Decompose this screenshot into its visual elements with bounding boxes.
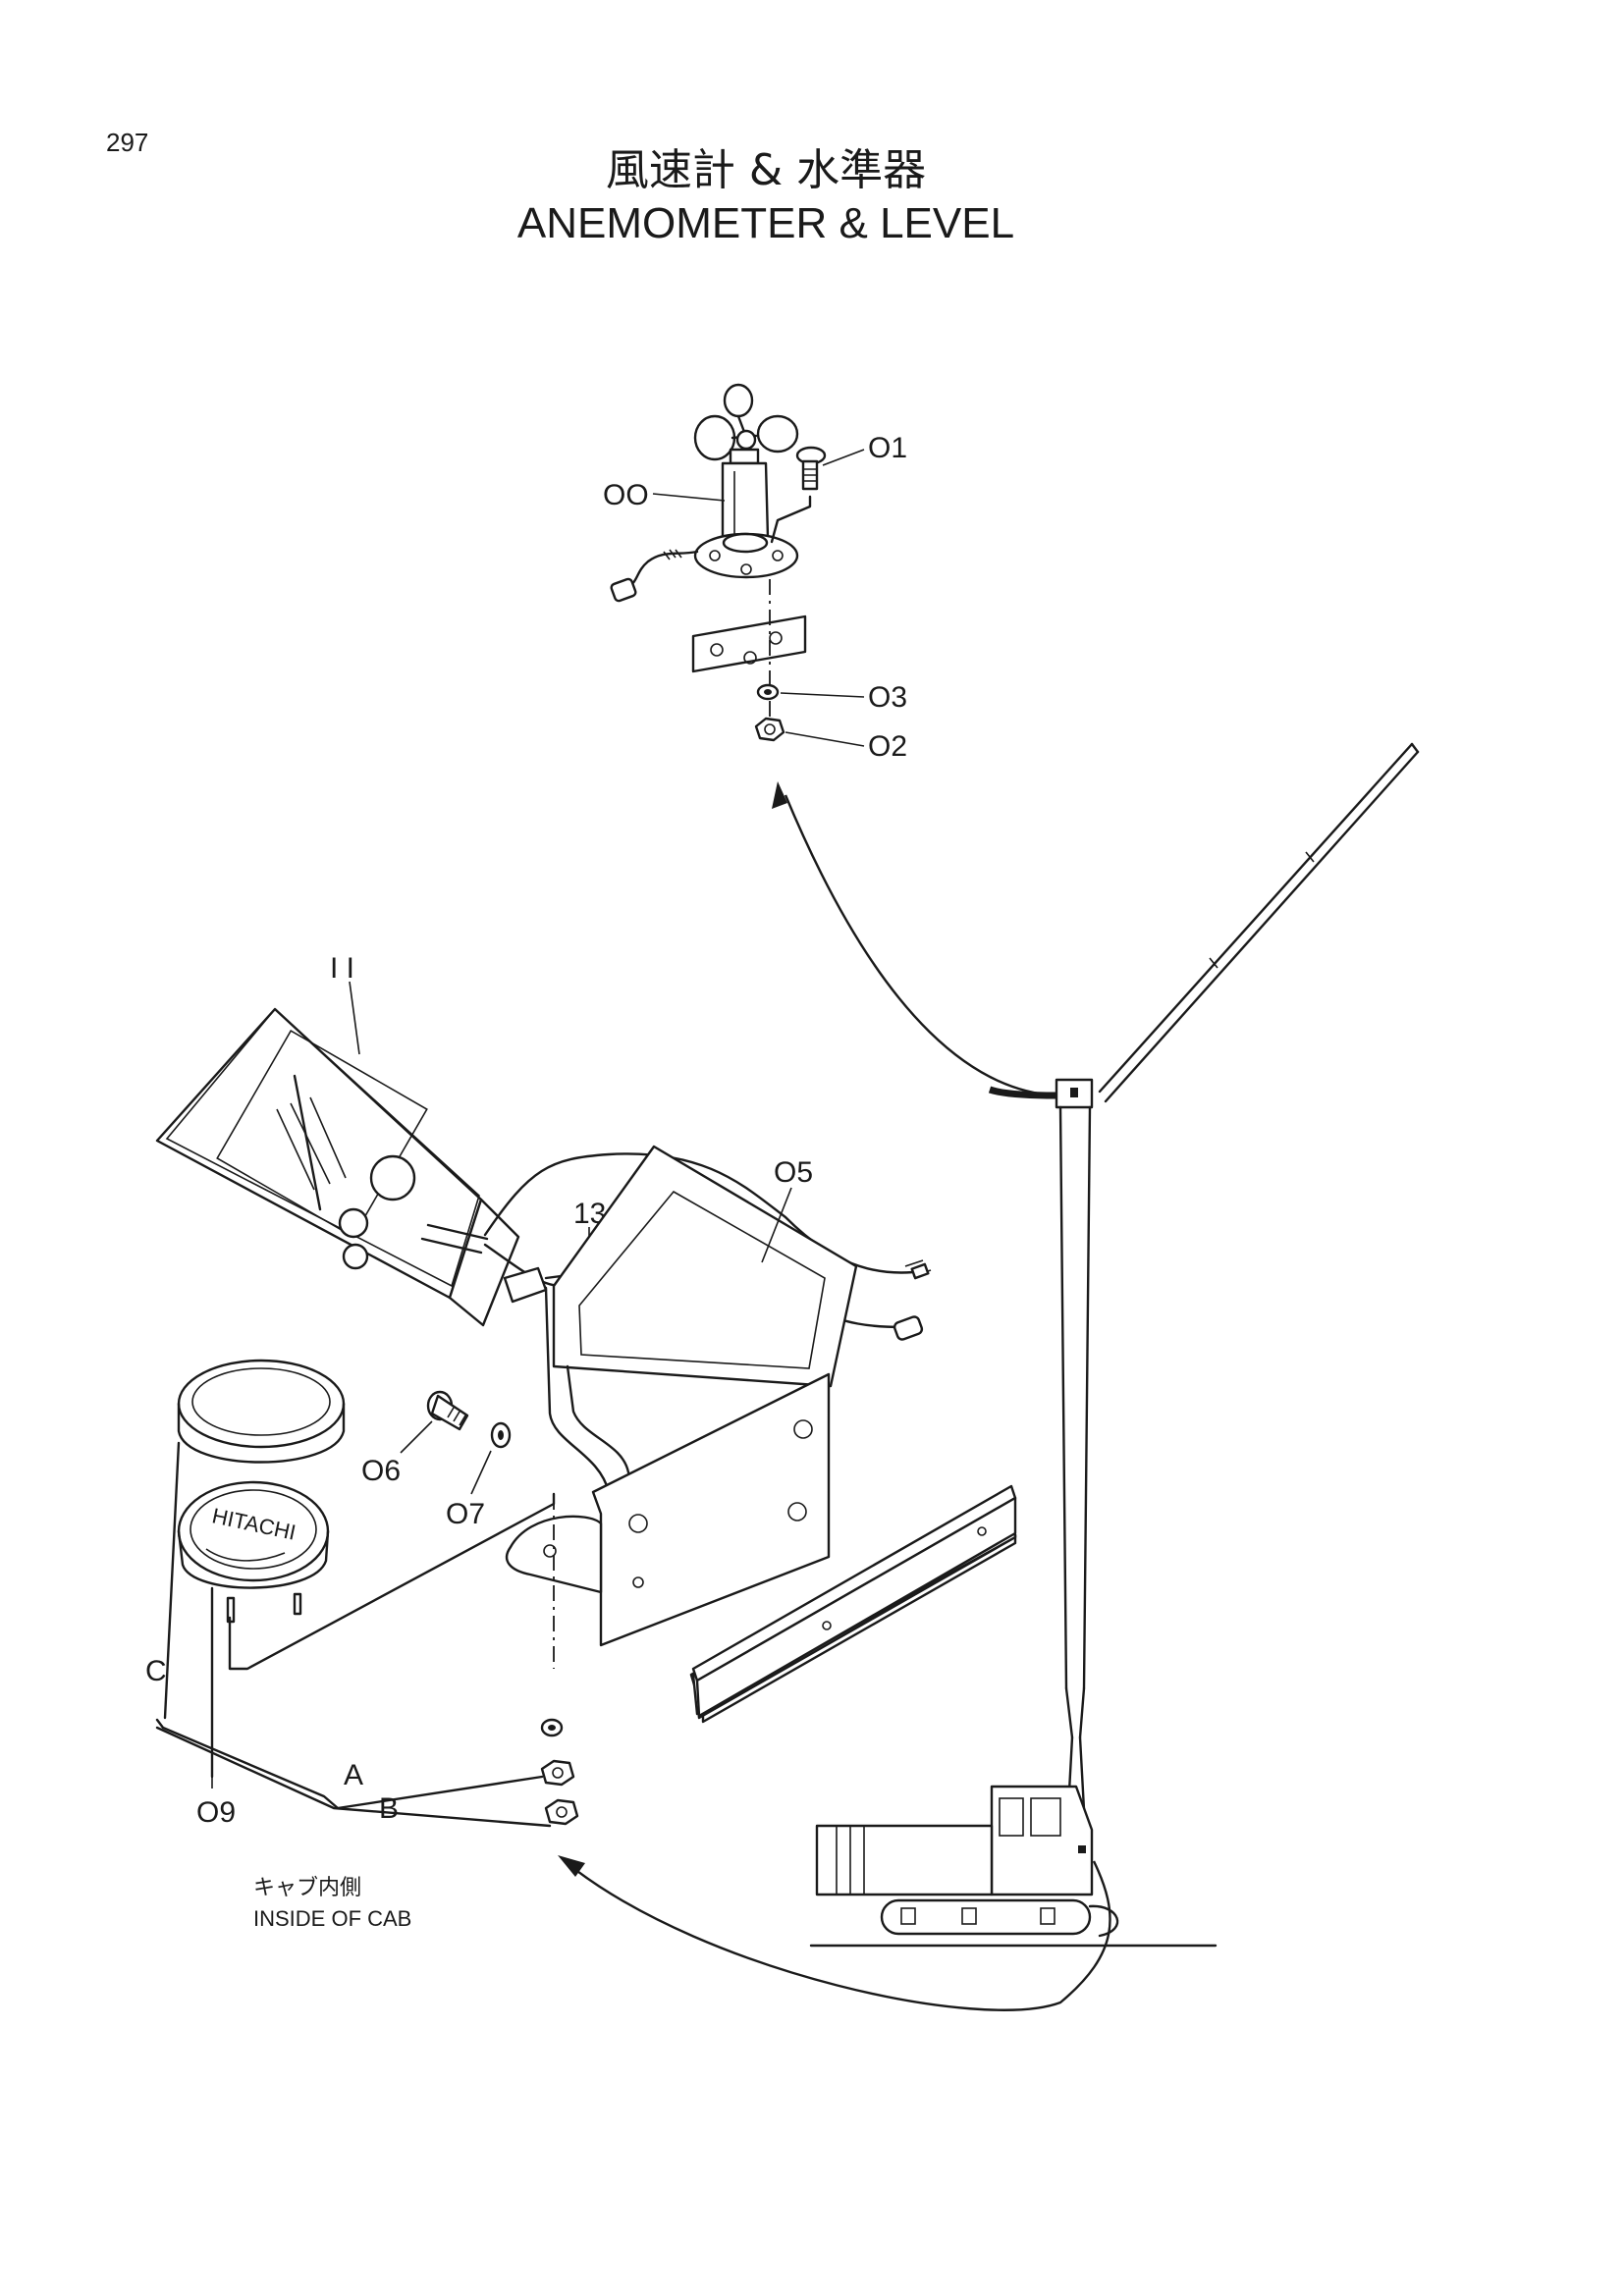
anemometer-leaders: [652, 449, 865, 747]
note-japanese: キャブ内側: [253, 1876, 361, 1900]
leader-06: [400, 1420, 433, 1454]
page-number: 297: [106, 128, 148, 157]
title-english: ANEMOMETER & LEVEL: [517, 199, 1014, 247]
leader-11: [349, 981, 360, 1055]
title-japanese: 風速計 & 水準器: [606, 145, 926, 195]
callout-05: O5: [774, 1156, 813, 1189]
level-indicator: [155, 1007, 520, 1327]
callout-07: O7: [446, 1498, 485, 1530]
callout-02: O2: [868, 730, 907, 763]
leader-05: [761, 1187, 792, 1263]
callout-00: OO: [603, 479, 649, 511]
washer-07: [490, 1421, 512, 1449]
callout-06: O6: [361, 1455, 401, 1487]
callout-03: O3: [868, 681, 907, 714]
gauge-bezel-ring: [177, 1359, 346, 1464]
callout-11: I I: [330, 952, 354, 985]
note-english: INSIDE OF CAB: [253, 1906, 411, 1931]
cover-plate-holes: [822, 1526, 987, 1630]
callout-01: O1: [868, 432, 907, 464]
assembly-lines: [155, 1441, 556, 1828]
cover-plate-slab: [695, 1496, 1017, 1718]
mounting-bracket: [505, 1145, 858, 1647]
lower-fasteners: [540, 1718, 579, 1826]
leader-07: [470, 1450, 492, 1495]
callout-09: O9: [196, 1796, 236, 1829]
callout-c: C: [145, 1655, 167, 1687]
bolt-06: [426, 1390, 469, 1431]
anemometer-assembly: [610, 383, 827, 742]
reference-arrows: [558, 781, 1111, 2011]
callout-a: A: [344, 1759, 363, 1791]
crane-illustration: [809, 742, 1420, 1948]
callout-b: B: [379, 1792, 399, 1825]
level-gauge: HITACHI: [177, 1480, 330, 1624]
